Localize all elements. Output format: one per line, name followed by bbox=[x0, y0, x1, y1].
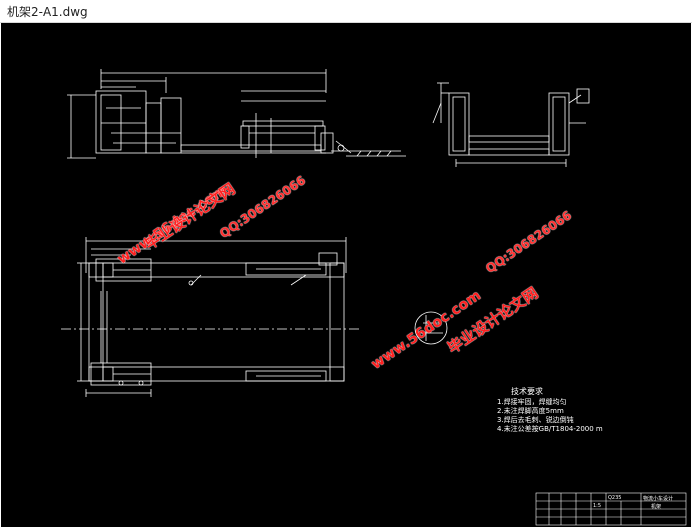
tb-drawing-name: 机架 bbox=[651, 504, 662, 510]
top-view bbox=[61, 237, 361, 397]
tech-req-item: 1.焊接牢固，焊缝均匀 bbox=[497, 398, 567, 406]
window-title: 机架2-A1.dwg bbox=[7, 5, 88, 19]
tech-req-item: 4.未注公差按GB/T1804-2000 m bbox=[497, 425, 603, 433]
tech-req-item: 3.焊后去毛刺、锐边倒钝 bbox=[497, 416, 574, 424]
tech-req-title: 技术要求 bbox=[511, 387, 543, 396]
side-view bbox=[432, 82, 590, 167]
tech-req-item: 2.未注焊脚高度5mm bbox=[497, 407, 564, 415]
tb-part-name: 物流小车设计 bbox=[643, 496, 674, 502]
cad-drawing bbox=[61, 69, 687, 526]
tb-scale: 1:5 bbox=[593, 503, 602, 509]
technical-requirements: 技术要求 1.焊接牢固，焊缝均匀 2.未注焊脚高度5mm 3.焊后去毛刺、锐边倒… bbox=[497, 387, 603, 434]
drawing-canvas[interactable]: 技术要求 1.焊接牢固，焊缝均匀 2.未注焊脚高度5mm 3.焊后去毛刺、锐边倒… bbox=[1, 23, 691, 527]
tb-material: Q235 bbox=[608, 495, 622, 501]
title-block bbox=[535, 492, 687, 526]
front-view bbox=[67, 69, 406, 159]
detail-view bbox=[414, 311, 448, 345]
title-bar: 机架2-A1.dwg bbox=[0, 0, 692, 23]
